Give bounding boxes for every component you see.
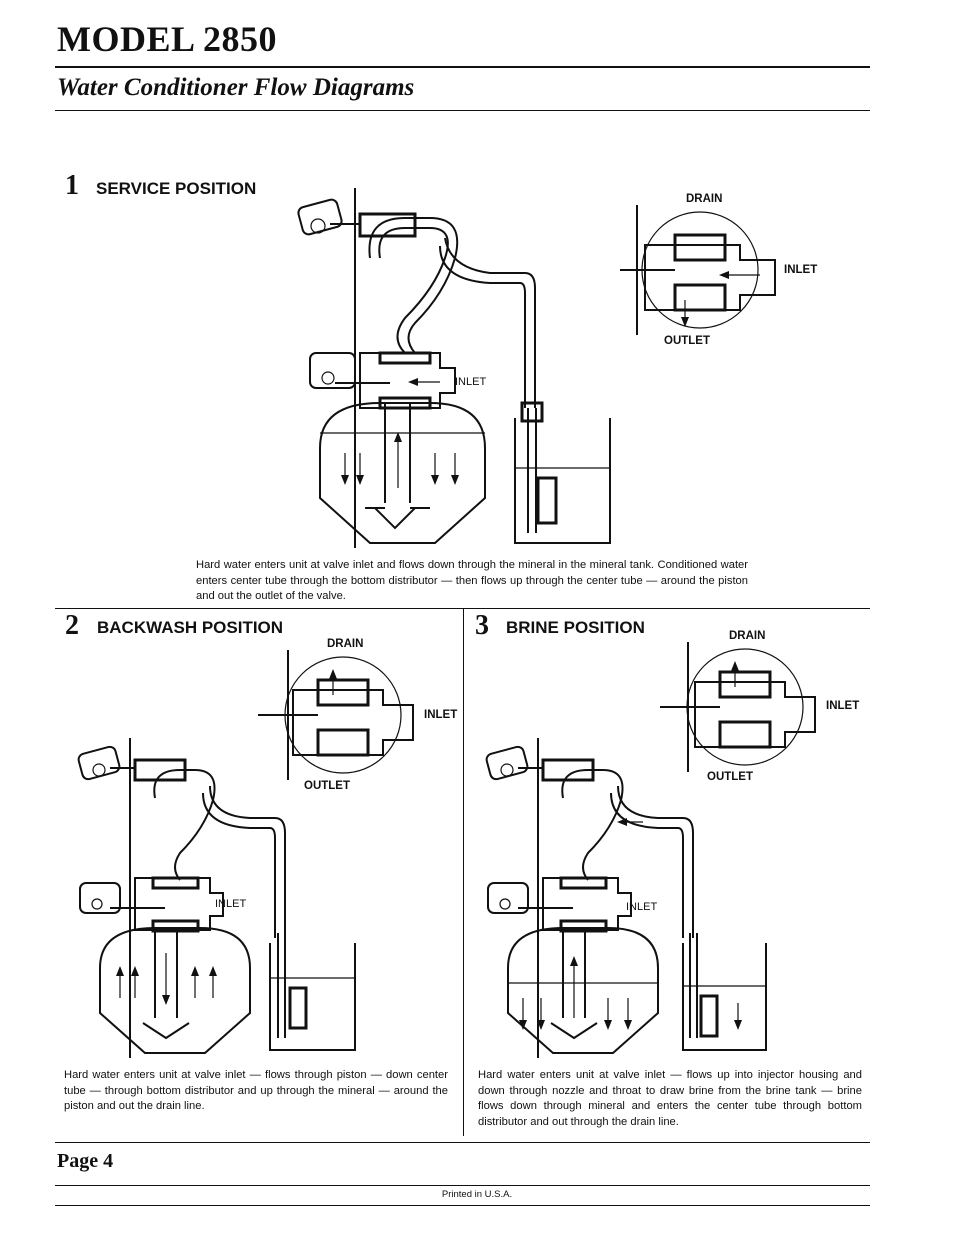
title-rule — [55, 66, 870, 68]
service-inlet-label: INLET — [455, 376, 487, 388]
section-3-title: BRINE POSITION — [506, 618, 645, 637]
section-2-title: BACKWASH POSITION — [97, 618, 284, 637]
service-detail-inlet-label: INLET — [784, 264, 818, 276]
service-position-diagram — [297, 188, 611, 548]
section-1-number: 1 — [65, 170, 79, 201]
brine-description: Hard water enters unit at valve inlet — … — [478, 1069, 862, 1128]
page-number: Page 4 — [57, 1150, 114, 1172]
subtitle-rule — [55, 110, 870, 111]
brine-position-diagram — [485, 738, 767, 1058]
section-3-number: 3 — [475, 610, 489, 641]
backwash-detail-inlet-label: INLET — [424, 709, 458, 721]
backwash-detail-outlet-label: OUTLET — [304, 780, 350, 792]
service-detail-outlet-label: OUTLET — [664, 335, 710, 347]
section-2-number: 2 — [65, 610, 79, 641]
service-detail-drain-label: DRAIN — [686, 193, 723, 205]
brine-detail-inlet-label: INLET — [826, 700, 860, 712]
footer-rule-2 — [55, 1205, 870, 1206]
printed-in-label: Printed in U.S.A. — [441, 1189, 513, 1200]
backwash-valve-detail — [258, 650, 414, 780]
backwash-position-diagram — [77, 738, 356, 1058]
document-subtitle: Water Conditioner Flow Diagrams — [57, 74, 415, 101]
brine-detail-outlet-label: OUTLET — [707, 771, 753, 783]
service-description: Hard water enters unit at valve inlet an… — [196, 559, 748, 602]
service-valve-detail — [620, 205, 776, 335]
backwash-inlet-label: INLET — [215, 898, 247, 910]
brine-detail-drain-label: DRAIN — [729, 630, 766, 642]
document-title: MODEL 2850 — [57, 19, 278, 59]
backwash-description: Hard water enters unit at valve inlet — … — [64, 1069, 448, 1112]
footer-top-rule — [55, 1142, 870, 1143]
backwash-detail-drain-label: DRAIN — [327, 638, 364, 650]
section-divider-horizontal — [55, 608, 870, 609]
brine-inlet-label: INLET — [626, 901, 658, 913]
brine-valve-detail — [660, 642, 816, 772]
footer-rule-1 — [55, 1185, 870, 1186]
section-1-title: SERVICE POSITION — [96, 179, 257, 198]
section-divider-vertical — [463, 608, 464, 1136]
